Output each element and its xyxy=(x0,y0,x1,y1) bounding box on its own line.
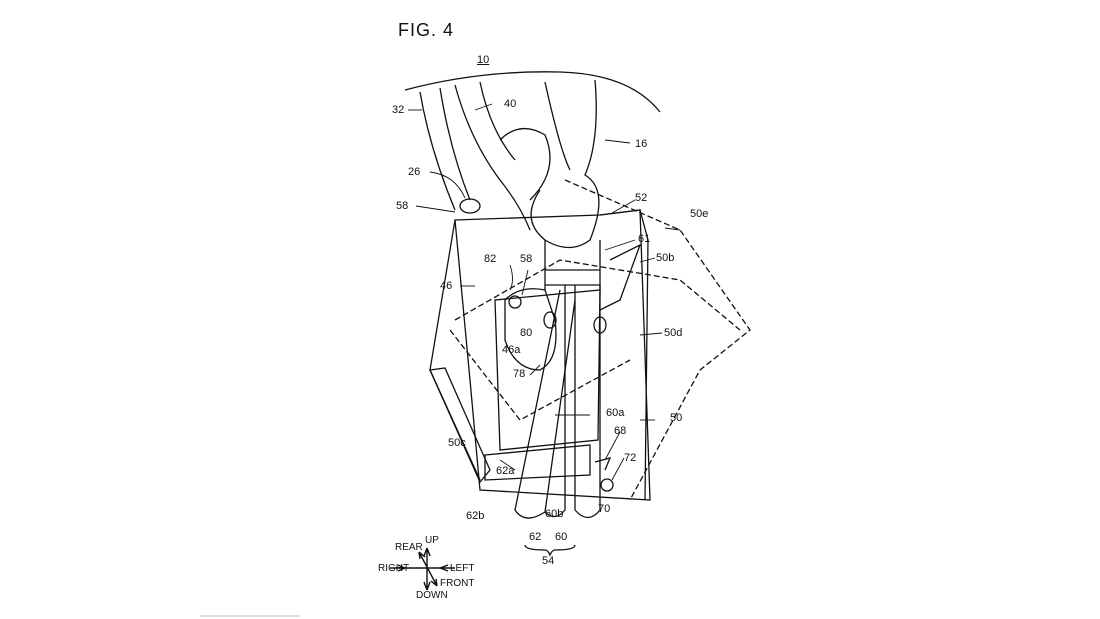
label-50d: 50d xyxy=(664,327,683,339)
body-16 xyxy=(530,79,600,249)
label-62a: 62a xyxy=(496,465,515,477)
compass-down: DOWN xyxy=(416,590,448,601)
label-58-top: 58 xyxy=(396,200,409,212)
label-52: 52 xyxy=(635,192,648,204)
frame-32 xyxy=(419,87,471,211)
label-50b: 50b xyxy=(656,252,675,264)
brace-54 xyxy=(524,544,576,557)
plate-62a xyxy=(484,444,591,481)
pin xyxy=(543,311,557,329)
label-68: 68 xyxy=(614,425,627,437)
pivot-80 xyxy=(508,295,522,309)
pipe-bend xyxy=(499,128,551,201)
label-46: 46 xyxy=(440,280,453,292)
label-61: 61 xyxy=(638,233,651,245)
latch-68 xyxy=(594,457,612,471)
label-54: 54 xyxy=(542,555,555,567)
tube-62 xyxy=(514,289,576,519)
label-62b: 62b xyxy=(466,510,485,522)
compass-up: UP xyxy=(425,535,439,546)
compass-left: LEFT xyxy=(450,563,475,574)
label-72: 72 xyxy=(624,452,637,464)
compass-right: RIGHT xyxy=(378,563,410,574)
label-16: 16 xyxy=(635,138,648,150)
leader-lines xyxy=(408,103,681,481)
pipe-40 xyxy=(454,81,531,231)
label-58-lever: 58 xyxy=(520,253,533,265)
label-70: 70 xyxy=(598,503,611,515)
inner-box xyxy=(494,289,601,451)
label-26: 26 xyxy=(408,166,421,178)
label-62: 62 xyxy=(529,531,542,543)
label-50c: 50c xyxy=(448,437,466,449)
body-outline xyxy=(404,71,661,113)
flange-50c xyxy=(429,367,491,484)
label-50e: 50e xyxy=(690,208,709,220)
label-32: 32 xyxy=(392,104,405,116)
label-60b: 60b xyxy=(545,508,564,520)
label-46a: 46a xyxy=(502,344,521,356)
dashed-outline-50e xyxy=(449,179,751,501)
panel-50 xyxy=(599,209,649,501)
lever-78 xyxy=(504,288,557,371)
label-82: 82 xyxy=(484,253,497,265)
compass-front: FRONT xyxy=(440,578,475,589)
bracket-61 xyxy=(544,240,601,290)
label-60: 60 xyxy=(555,531,568,543)
bolt-26 xyxy=(459,198,481,214)
label-60a: 60a xyxy=(606,407,625,419)
knob-70 xyxy=(600,478,614,492)
assembly-reference: 10 xyxy=(477,54,490,66)
label-50: 50 xyxy=(670,412,683,424)
compass-rear: REAR xyxy=(395,542,423,553)
figure-title: FIG. 4 xyxy=(398,20,455,40)
tube-60-left xyxy=(544,285,566,518)
label-40: 40 xyxy=(504,98,517,110)
label-78: 78 xyxy=(513,368,526,380)
tube-60 xyxy=(574,285,601,519)
direction-compass-icon xyxy=(390,547,455,591)
label-80: 80 xyxy=(520,327,533,339)
